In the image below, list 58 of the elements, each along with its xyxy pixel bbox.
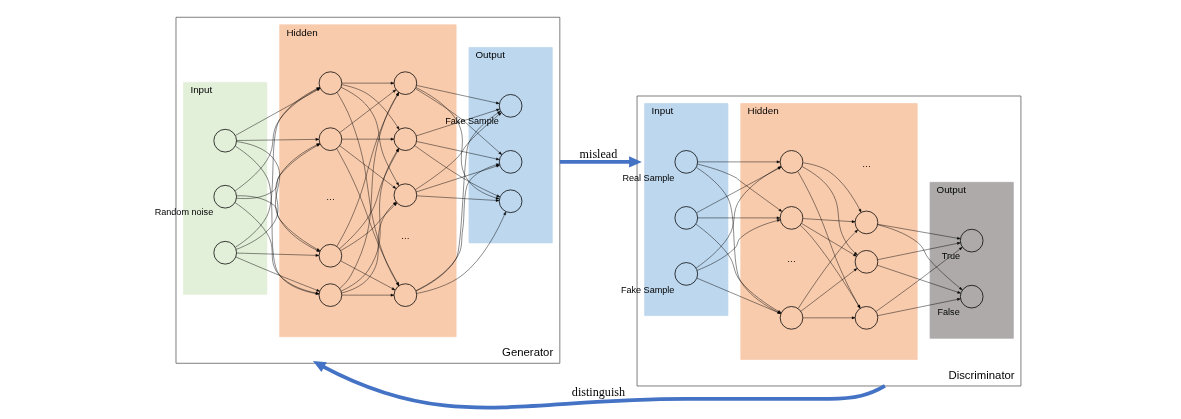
arrow bbox=[696, 277, 781, 314]
arrow bbox=[312, 361, 886, 410]
node-label: Random noise bbox=[154, 207, 214, 218]
arrow bbox=[236, 138, 320, 141]
node-label: Real Sample bbox=[622, 172, 675, 183]
arrow bbox=[797, 171, 861, 309]
arrow bbox=[416, 211, 506, 294]
arrow bbox=[801, 223, 857, 257]
arrow bbox=[695, 166, 782, 269]
arrow bbox=[877, 224, 963, 291]
node-circle bbox=[213, 184, 237, 209]
arrow bbox=[800, 268, 858, 312]
arrow bbox=[415, 88, 502, 155]
node-label: True bbox=[941, 251, 961, 262]
node-circle bbox=[674, 150, 698, 174]
arrow bbox=[877, 224, 961, 240]
arrow bbox=[415, 112, 502, 190]
label: … bbox=[325, 191, 335, 202]
arrow bbox=[696, 219, 781, 271]
arrow bbox=[415, 87, 500, 200]
arrow bbox=[802, 218, 856, 223]
edge-label: distinguish bbox=[571, 384, 626, 399]
node-label: Fake Sample bbox=[620, 284, 675, 295]
arrow bbox=[877, 298, 961, 316]
arrow bbox=[696, 167, 782, 314]
node-circle bbox=[674, 206, 698, 230]
arrow bbox=[416, 85, 500, 105]
arrow bbox=[416, 195, 500, 202]
arrow bbox=[695, 224, 782, 314]
arrow bbox=[697, 216, 781, 220]
arrow bbox=[415, 163, 500, 291]
arrow bbox=[801, 166, 858, 256]
arrow bbox=[877, 265, 961, 294]
node-label: False bbox=[937, 307, 960, 318]
arrow bbox=[341, 81, 395, 85]
node-circle bbox=[213, 241, 237, 265]
arrow bbox=[236, 143, 321, 199]
arrow bbox=[559, 156, 642, 168]
arrow bbox=[236, 252, 320, 257]
arrow bbox=[341, 293, 395, 297]
node-label: Fake Sample bbox=[445, 116, 499, 127]
arrow bbox=[416, 164, 500, 193]
label: … bbox=[786, 253, 797, 264]
label: … bbox=[861, 158, 871, 169]
node-circle bbox=[674, 262, 698, 286]
arrow bbox=[414, 145, 501, 198]
arrow bbox=[802, 162, 862, 213]
arrow bbox=[877, 242, 961, 260]
arrow bbox=[802, 316, 856, 320]
arrow bbox=[416, 108, 500, 137]
arrow bbox=[697, 160, 781, 164]
node-circle bbox=[213, 128, 237, 153]
edge-label: mislead bbox=[579, 146, 618, 161]
label: … bbox=[400, 231, 410, 242]
arrow bbox=[416, 141, 500, 161]
arrow bbox=[415, 110, 501, 292]
arrow bbox=[875, 247, 963, 312]
arrow bbox=[235, 256, 320, 292]
